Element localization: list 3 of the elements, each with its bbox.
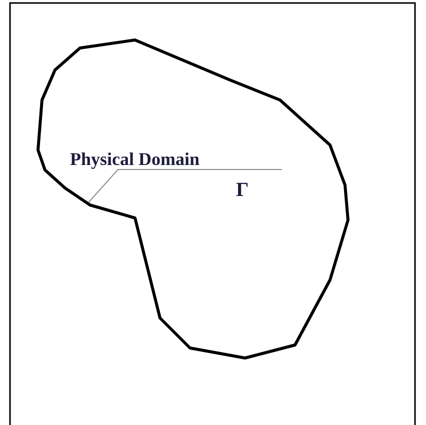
domain-outline xyxy=(36,38,350,360)
domain-label: Physical Domain xyxy=(70,150,282,170)
boundary-symbol: Γ xyxy=(236,180,249,200)
